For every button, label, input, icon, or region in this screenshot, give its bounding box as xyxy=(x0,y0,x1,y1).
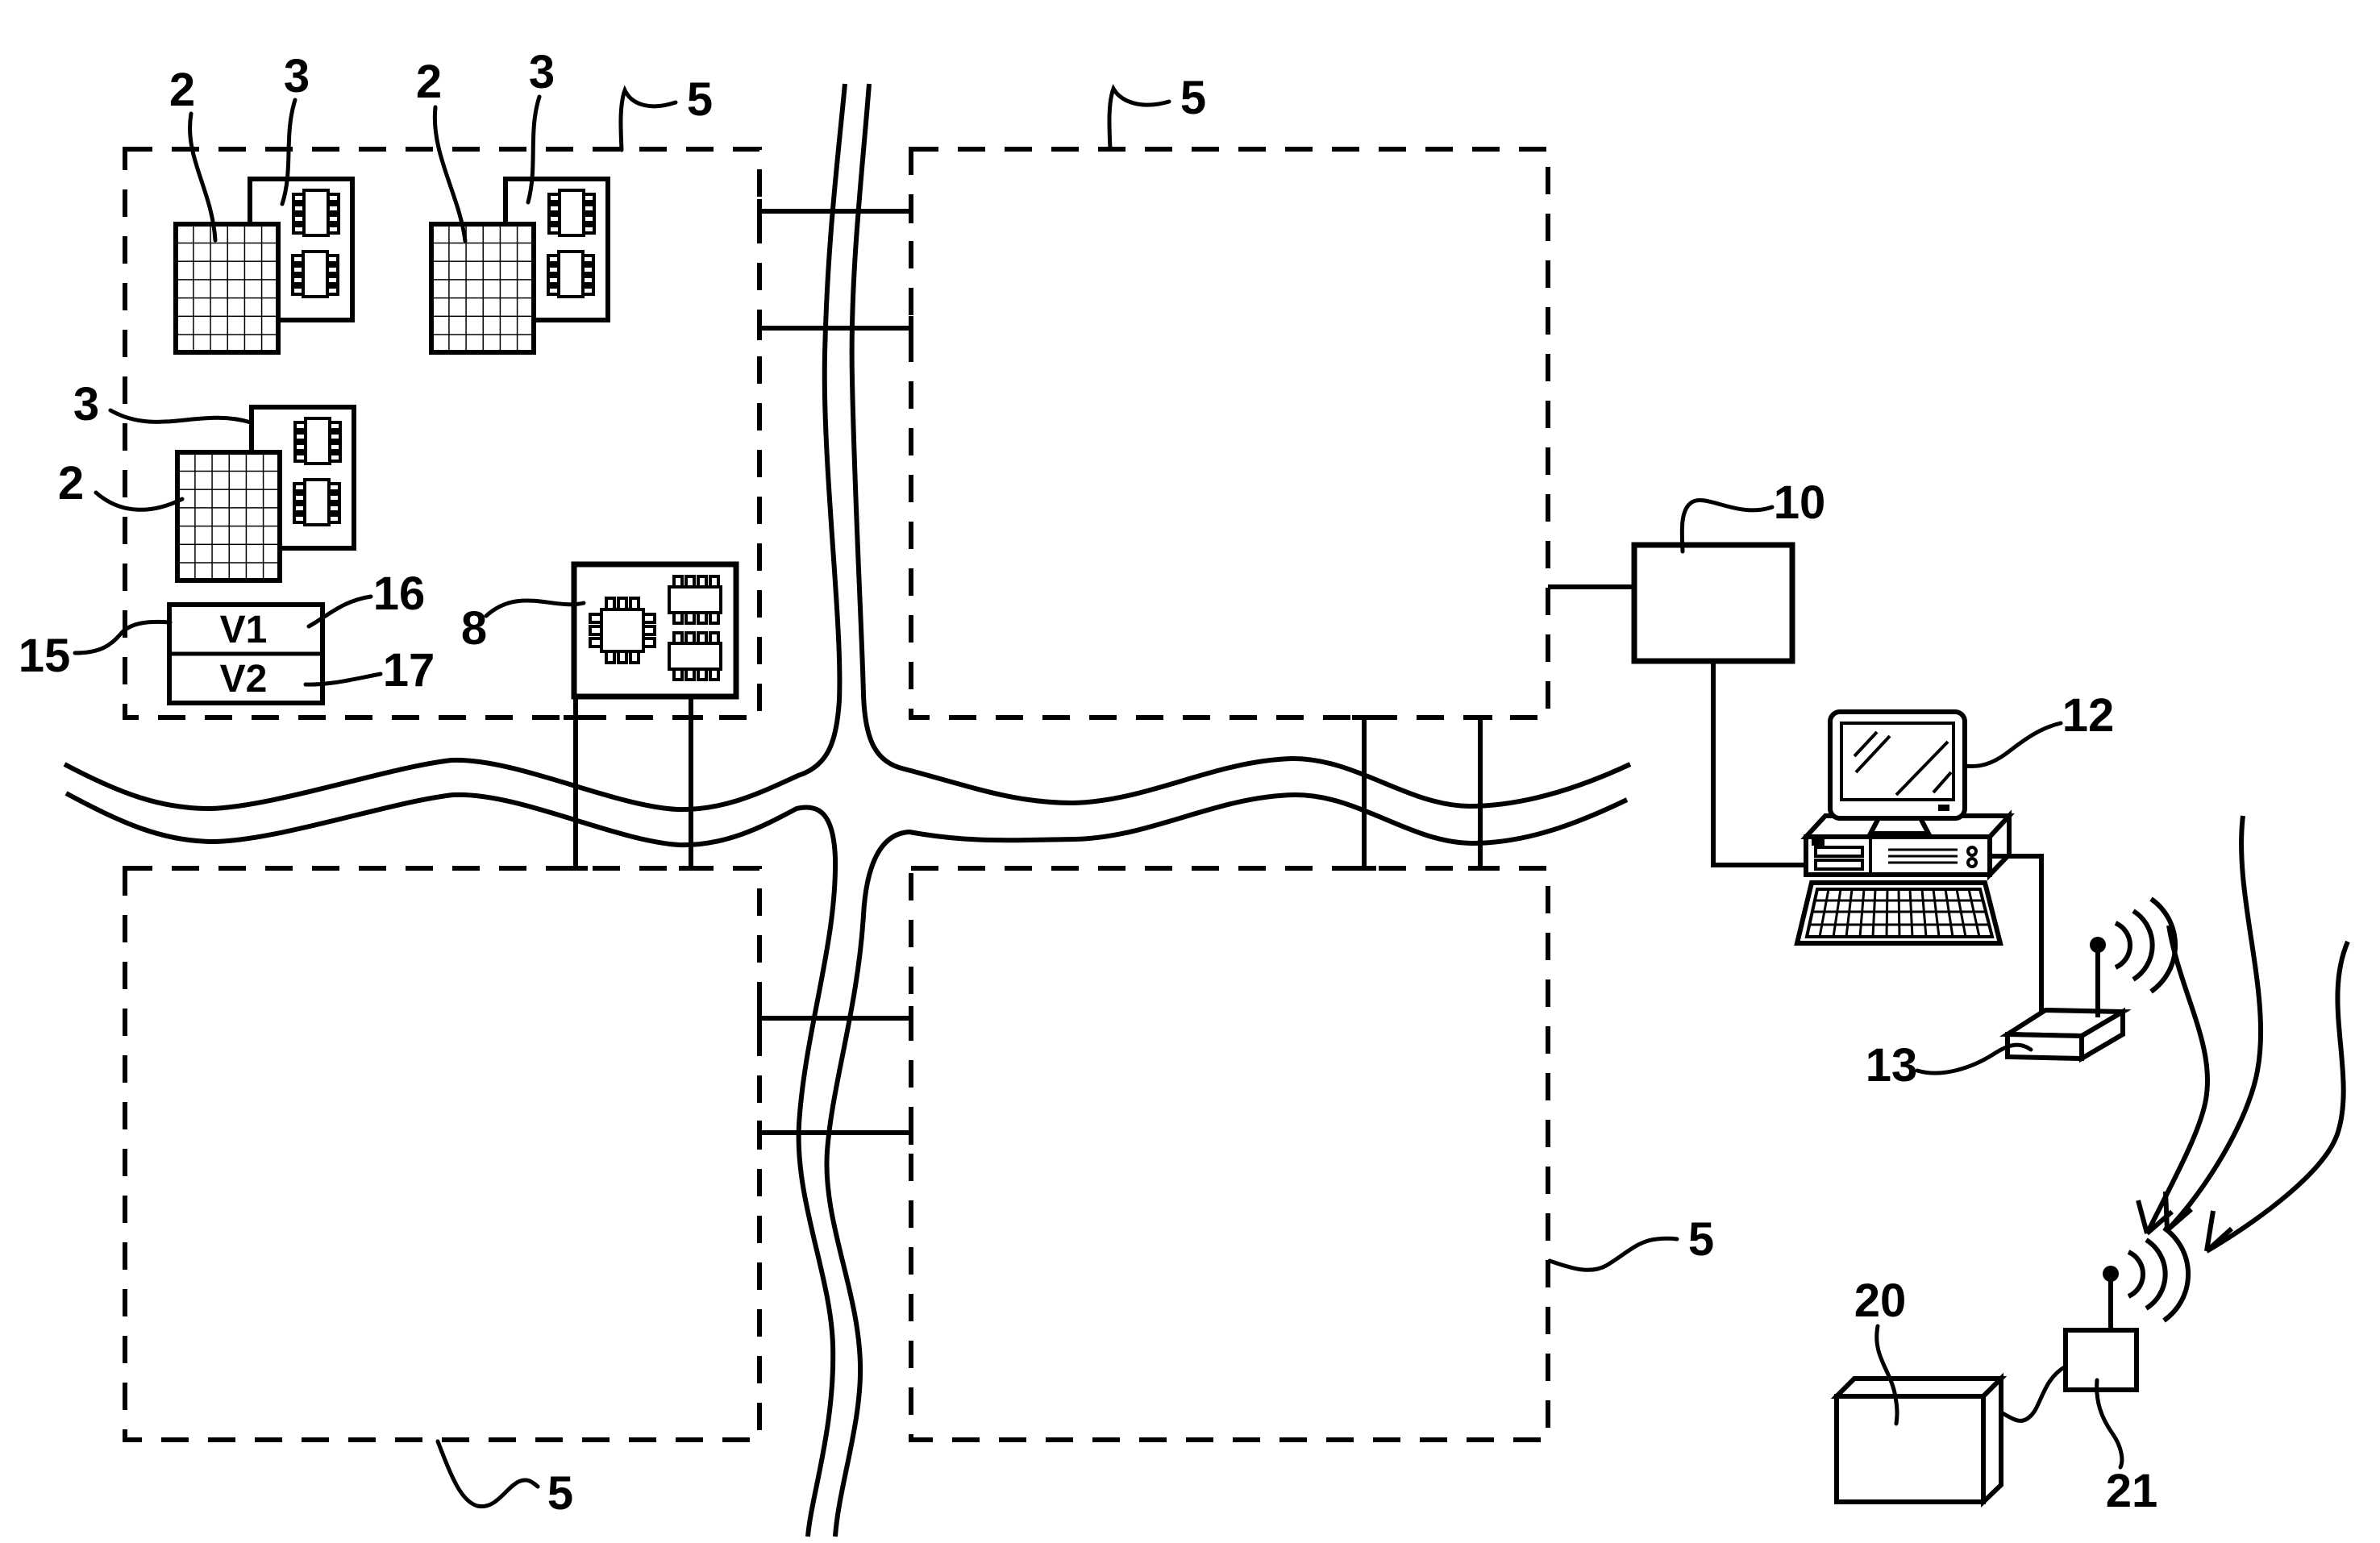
zone-connectors xyxy=(564,199,1492,1145)
receiver-21 xyxy=(2063,1225,2191,1392)
receiver-antenna-tip xyxy=(2103,1266,2119,1282)
solar-panel-icon xyxy=(431,224,534,352)
receiver-box xyxy=(2063,1328,2139,1392)
modem-antenna-tip xyxy=(2090,937,2106,953)
monitor-screen xyxy=(1840,722,1955,801)
chip-icon xyxy=(547,250,595,298)
road-bottom-left-line xyxy=(64,791,838,1537)
ref-label-zone-tr: 5 xyxy=(1180,72,1206,124)
link-20-to-21 xyxy=(1999,1364,2068,1423)
chip-icon xyxy=(293,478,341,526)
ref-label-meter-15: 15 xyxy=(19,630,71,682)
qfp-chip-icon xyxy=(589,597,656,664)
ref-label-electronics-3: 3 xyxy=(73,378,99,430)
concentrator-box-10 xyxy=(1548,542,1806,867)
zone-bottom-left xyxy=(123,866,762,1442)
meter-box: V1 V2 xyxy=(167,602,325,705)
modem-front xyxy=(2005,1031,2084,1062)
ref-label-electronics-1: 3 xyxy=(284,50,310,102)
solar-panel-icon xyxy=(177,452,280,580)
remote-unit-top xyxy=(1830,1376,2008,1399)
remote-unit-side xyxy=(1981,1372,2003,1508)
ref-label-reading-16: 16 xyxy=(373,568,426,620)
chip-icon xyxy=(547,189,596,237)
road-network xyxy=(63,83,1632,1537)
ref-label-reading-17: 17 xyxy=(383,644,435,697)
pv-assembly-2 xyxy=(431,177,610,352)
zone-top-left xyxy=(123,147,762,720)
remote-unit-front xyxy=(1834,1394,1986,1504)
ref-label-solar-panel-3: 2 xyxy=(58,457,84,509)
remote-unit-20 xyxy=(1830,1364,2068,1508)
ref-label-modem-13: 13 xyxy=(1866,1039,1918,1092)
road-top-left-line xyxy=(63,83,847,813)
radio-transmission-arrows xyxy=(2136,815,2350,1254)
meter-line-v1: V1 xyxy=(220,609,268,651)
zone-module-8 xyxy=(571,561,739,700)
keyboard-icon xyxy=(1794,880,2003,946)
link-computer-to-modem xyxy=(1990,854,2044,1030)
zone-bottom-right xyxy=(909,866,1550,1442)
radio-waves-icon xyxy=(2114,896,2178,994)
road-top-right-line xyxy=(849,83,1632,809)
pv-assembly-1 xyxy=(176,177,355,352)
link-10-to-computer xyxy=(1711,661,1806,867)
zone-top-right xyxy=(909,147,1550,720)
ref-label-zone-tl: 5 xyxy=(687,73,713,126)
ref-label-computer-12: 12 xyxy=(2062,689,2115,742)
ref-label-receiver-21: 21 xyxy=(2106,1465,2158,1517)
ref-label-zone-bl: 5 xyxy=(547,1467,573,1520)
chip-icon xyxy=(293,417,342,465)
chip-icon xyxy=(668,631,722,681)
ref-label-zone-br: 5 xyxy=(1688,1213,1714,1266)
ref-label-solar-panel-2: 2 xyxy=(416,56,442,108)
ref-label-remote-20: 20 xyxy=(1854,1275,1907,1327)
pv-assembly-3 xyxy=(177,405,356,580)
chip-icon xyxy=(668,575,722,625)
road-bottom-right-line xyxy=(824,792,1629,1537)
ref-label-module-8: 8 xyxy=(461,602,487,655)
radio-waves-icon xyxy=(2127,1225,2191,1323)
reference-labels: 2 3 2 3 3 2 15 16 17 8 5 5 5 5 10 12 13 xyxy=(19,46,2158,1520)
meter-line-v2: V2 xyxy=(220,658,268,701)
computer-icon xyxy=(1794,709,2015,946)
chip-icon xyxy=(292,189,340,237)
modem-13 xyxy=(1990,854,2178,1063)
solar-panel-icon xyxy=(176,224,278,352)
ref-label-solar-panel-1: 2 xyxy=(169,64,195,116)
chip-icon xyxy=(291,250,339,298)
ref-label-concentrator-10: 10 xyxy=(1774,476,1826,529)
ref-label-electronics-2: 3 xyxy=(529,46,555,98)
